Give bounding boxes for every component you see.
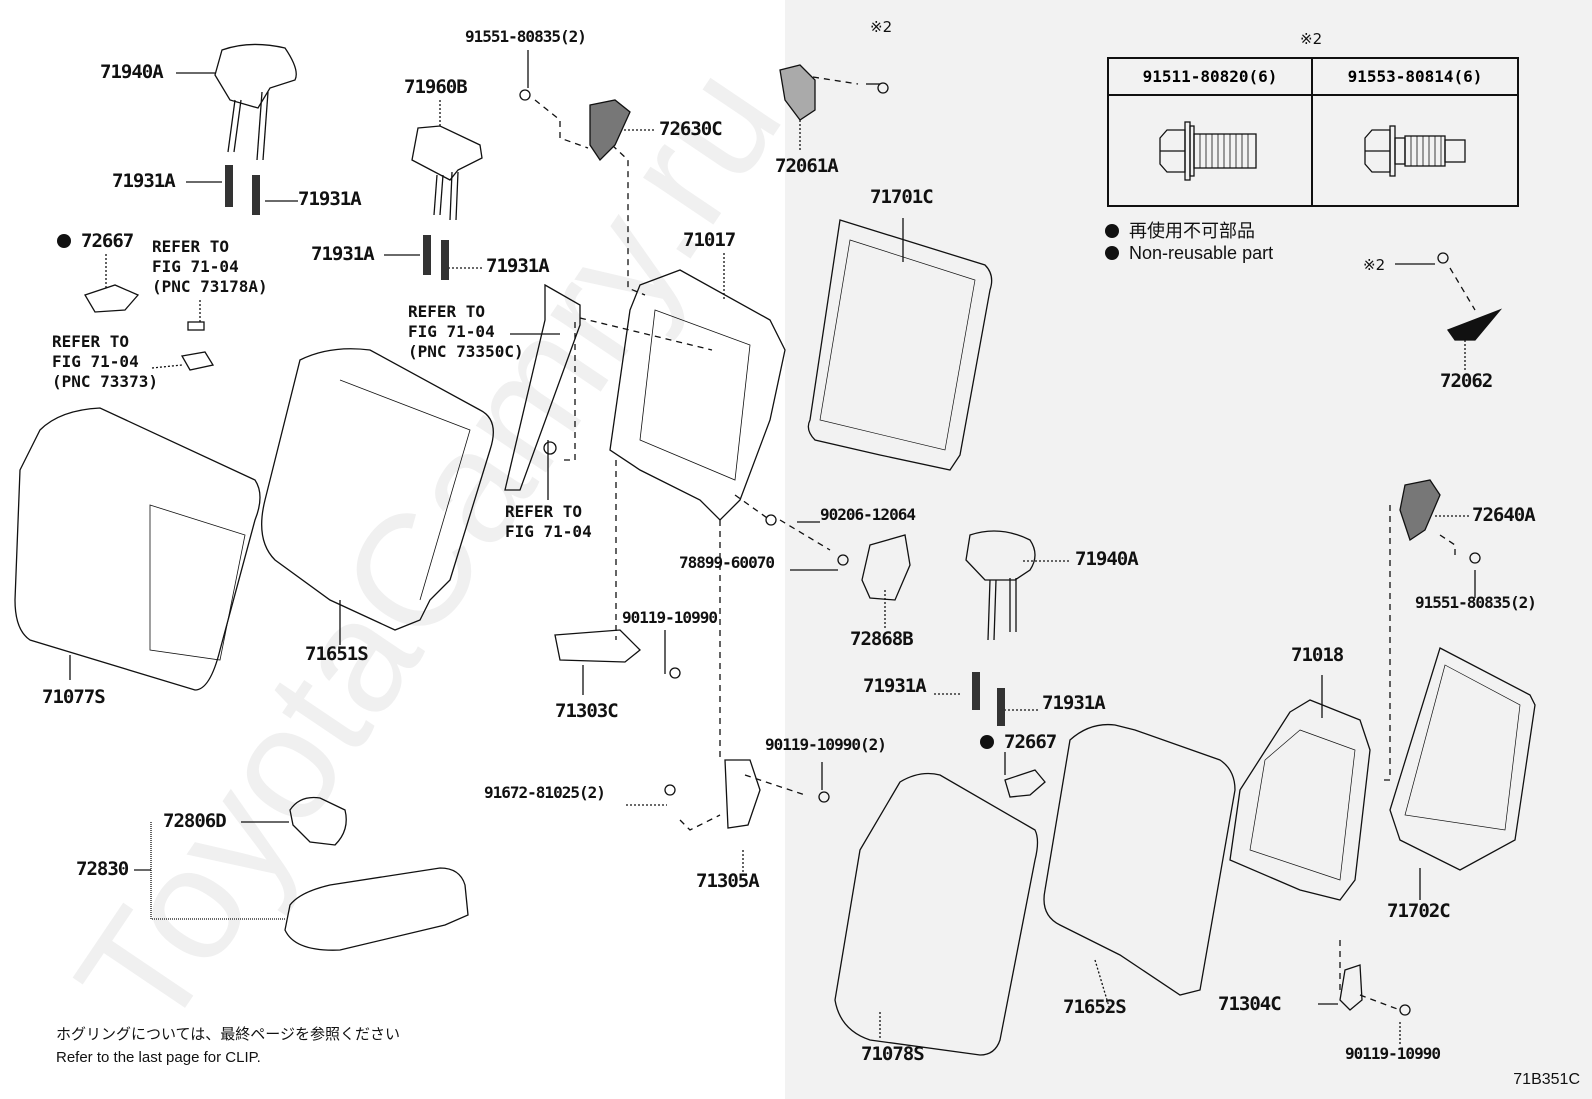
part-label-71931A[interactable]: 71931A: [112, 170, 176, 192]
refer-note-73178A: REFER TO FIG 71-04 (PNC 73178A): [152, 237, 268, 296]
part-label-71303C[interactable]: 71303C: [555, 700, 619, 722]
bolt-table-header[interactable]: 91553-80814(6): [1313, 59, 1517, 96]
part-label-72062[interactable]: 72062: [1440, 370, 1493, 392]
part-label-72061A[interactable]: 72061A: [775, 155, 839, 177]
part-label-71017[interactable]: 71017: [683, 229, 736, 251]
bolt-image-cell: [1313, 96, 1517, 205]
flange-bolt-icon: [1159, 120, 1257, 181]
headrest-center-shape: [411, 125, 483, 221]
non-reusable-dot: [57, 234, 71, 248]
seat-pad-left-shape: [261, 348, 494, 631]
part-label-71078S[interactable]: 71078S: [861, 1043, 925, 1065]
seat-pad-right-shape: [1043, 723, 1236, 996]
footnote-en: Refer to the last page for CLIP.: [56, 1049, 261, 1066]
part-label-90119-10990-2[interactable]: 90119-10990(2): [765, 735, 887, 754]
part-label-71304C[interactable]: 71304C: [1218, 993, 1282, 1015]
part-label-71018[interactable]: 71018: [1291, 644, 1344, 666]
part-label-91551-80835-right[interactable]: 91551-80835(2): [1415, 593, 1537, 612]
legend-non-reusable-jp: 再使用不可部品: [1105, 217, 1255, 243]
part-label-71931A[interactable]: 71931A: [863, 675, 927, 697]
part-label-72667-left[interactable]: 72667: [57, 232, 134, 251]
part-label-71077S[interactable]: 71077S: [42, 686, 106, 708]
frame-right-shape: [1229, 699, 1371, 901]
board-right-shape: [1389, 647, 1536, 871]
headrest-left-shape: [214, 43, 297, 161]
part-label-71931A[interactable]: 71931A: [298, 188, 362, 210]
seat-cover-right-shape: [834, 772, 1039, 1056]
refer-note-73373: REFER TO FIG 71-04 (PNC 73373): [52, 332, 158, 391]
part-label-72868B[interactable]: 72868B: [850, 628, 914, 650]
refer-note-73350C: REFER TO FIG 71-04 (PNC 73350C): [408, 302, 524, 361]
part-label-90119-10990[interactable]: 90119-10990: [622, 608, 718, 627]
part-label-72667-right[interactable]: 72667: [980, 733, 1057, 752]
part-label-78899-60070[interactable]: 78899-60070: [679, 553, 775, 572]
frame-left-shape: [609, 269, 786, 521]
part-label-72640A[interactable]: 72640A: [1472, 504, 1536, 526]
bolt-table: 91511-80820(6) 91553-80814(6): [1107, 57, 1519, 207]
part-label-72830[interactable]: 72830: [76, 858, 129, 880]
non-reusable-dot: [1105, 246, 1119, 260]
legend-non-reusable-en: Non-reusable part: [1105, 243, 1273, 264]
part-label-71940A-left[interactable]: 71940A: [100, 61, 164, 83]
part-label-72630C[interactable]: 72630C: [659, 118, 723, 140]
headrest-right-shape: [965, 530, 1036, 641]
part-label-71652S[interactable]: 71652S: [1063, 996, 1127, 1018]
star2-mark: ※2: [870, 18, 893, 36]
assembly-lines: [534, 76, 1476, 1011]
part-label-90206-12064[interactable]: 90206-12064: [820, 505, 916, 524]
part-label-90119-10990-right[interactable]: 90119-10990: [1345, 1044, 1441, 1063]
non-reusable-dot: [980, 735, 994, 749]
part-label-71940A-right[interactable]: 71940A: [1075, 548, 1139, 570]
star2-mark: ※2: [1363, 256, 1386, 274]
seat-cover-left-shape: [14, 407, 261, 691]
part-label-71702C[interactable]: 71702C: [1387, 900, 1451, 922]
bolt-table-mark: ※2: [1300, 30, 1323, 48]
part-label-91672-81025[interactable]: 91672-81025(2): [484, 783, 606, 802]
small-parts: [84, 64, 1503, 1016]
part-label-71701C[interactable]: 71701C: [870, 186, 934, 208]
board-left-shape: [807, 219, 993, 471]
part-label-71931A[interactable]: 71931A: [311, 243, 375, 265]
refer-note-fig-71-04: REFER TO FIG 71-04: [505, 502, 592, 541]
part-label-71651S[interactable]: 71651S: [305, 643, 369, 665]
part-label-71960B[interactable]: 71960B: [404, 76, 468, 98]
bolt-table-header[interactable]: 91511-80820(6): [1109, 59, 1313, 96]
bolt-image-cell: [1109, 96, 1313, 205]
stud-bolt-icon: [1364, 124, 1466, 177]
part-label-71931A[interactable]: 71931A: [486, 255, 550, 277]
non-reusable-dot: [1105, 224, 1119, 238]
footnote-jp: ホグリングについては、最終ページを参照ください: [56, 1026, 400, 1043]
right-panel-shade: [785, 0, 1592, 1099]
leader-lines: [69, 50, 1476, 1046]
part-label-71305A[interactable]: 71305A: [696, 870, 760, 892]
support-pins: [225, 165, 1005, 726]
part-label-71931A[interactable]: 71931A: [1042, 692, 1106, 714]
part-label-91551-80835[interactable]: 91551-80835(2): [465, 27, 587, 46]
figure-code: 71B351C: [1513, 1071, 1580, 1088]
part-label-72806D[interactable]: 72806D: [163, 810, 227, 832]
